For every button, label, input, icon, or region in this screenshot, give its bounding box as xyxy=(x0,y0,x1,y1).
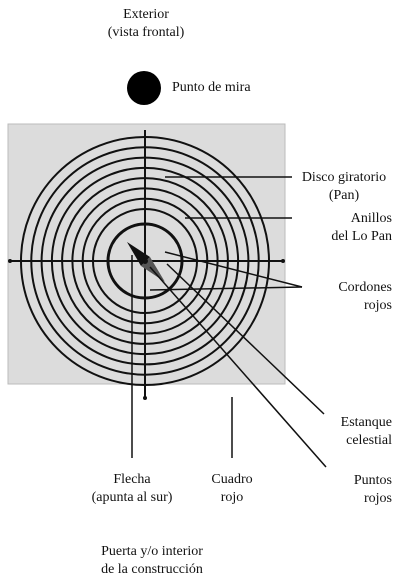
label-anillos-line2: del Lo Pan xyxy=(331,229,392,244)
label-estanque: Estanque celestial xyxy=(292,414,392,450)
label-puerta-line2: de la construcción xyxy=(101,562,203,577)
label-cordones-line2: rojos xyxy=(364,298,392,313)
label-disco-line2: (Pan) xyxy=(328,188,360,203)
sighting-dot xyxy=(127,71,161,105)
label-cuadro-line1: Cuadro xyxy=(211,472,253,487)
label-puntos-line1: Puntos xyxy=(353,473,392,488)
label-cordones-line1: Cordones xyxy=(338,280,392,295)
label-disco-line1: Disco giratorio xyxy=(301,170,387,185)
label-puerta: Puerta y/o interior de la construcción xyxy=(72,543,232,579)
label-disco: Disco giratorio (Pan) xyxy=(294,169,394,205)
title: Exterior (vista frontal) xyxy=(96,6,196,42)
leader-puntos xyxy=(149,266,327,468)
label-puerta-line1: Puerta y/o interior xyxy=(101,544,203,559)
label-flecha: Flecha (apunta al sur) xyxy=(72,471,192,507)
title-line1: Exterior xyxy=(123,7,169,22)
leader-cordones-a xyxy=(164,251,303,288)
label-cuadro-line2: rojo xyxy=(220,490,244,505)
label-puntos-line2: rojos xyxy=(364,491,392,506)
label-cuadro: Cuadro rojo xyxy=(196,471,268,507)
center-pin xyxy=(142,258,148,264)
label-flecha-line1: Flecha xyxy=(113,472,151,487)
red-square xyxy=(7,123,286,385)
cord-end-left xyxy=(8,259,12,263)
label-flecha-line2: (apunta al sur) xyxy=(91,490,173,505)
cord-end-bottom xyxy=(143,396,147,400)
label-puntos: Puntos rojos xyxy=(292,472,392,508)
label-cordones: Cordones rojos xyxy=(292,279,392,315)
leader-estanque xyxy=(166,263,325,415)
label-punto-de-mira: Punto de mira xyxy=(172,80,251,95)
title-line2: (vista frontal) xyxy=(107,25,185,40)
label-anillos-line1: Anillos xyxy=(350,211,392,226)
leader-lines xyxy=(131,176,327,468)
label-estanque-line1: Estanque xyxy=(340,415,392,430)
leader-cordones-b xyxy=(149,286,303,291)
label-estanque-line2: celestial xyxy=(346,433,392,448)
label-anillos: Anillos del Lo Pan xyxy=(292,210,392,246)
cord-end-right xyxy=(281,259,285,263)
